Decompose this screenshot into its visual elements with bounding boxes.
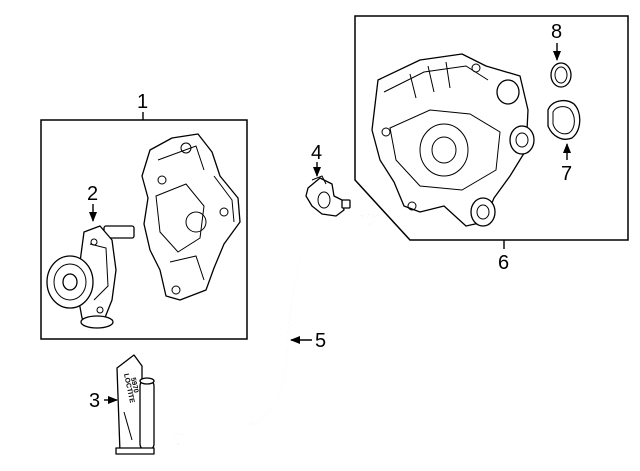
o-ring-small[interactable] [550, 62, 572, 88]
group-1-frame [40, 119, 248, 340]
tube-code-text: 5970 [129, 377, 139, 394]
gasket[interactable] [547, 99, 581, 140]
callout-4: 4 [311, 142, 322, 164]
callout-7: 7 [561, 163, 572, 185]
thermostat-group [354, 15, 629, 249]
water-pump[interactable] [46, 225, 135, 329]
water-pump-group [40, 112, 248, 340]
group-6-frame [354, 15, 629, 241]
callout-3: 3 [89, 390, 100, 412]
sealant-tube[interactable]: LOCTITE 5970 [115, 354, 155, 455]
callout-5: 5 [315, 330, 326, 352]
callout-8: 8 [551, 21, 562, 43]
thermostat-housing[interactable] [371, 53, 535, 227]
water-pump-housing[interactable] [141, 133, 241, 301]
callout-2: 2 [87, 183, 98, 205]
sensor[interactable] [305, 175, 351, 217]
hose[interactable] [171, 214, 377, 445]
callout-1: 1 [137, 91, 148, 113]
callout-6: 6 [498, 252, 509, 274]
